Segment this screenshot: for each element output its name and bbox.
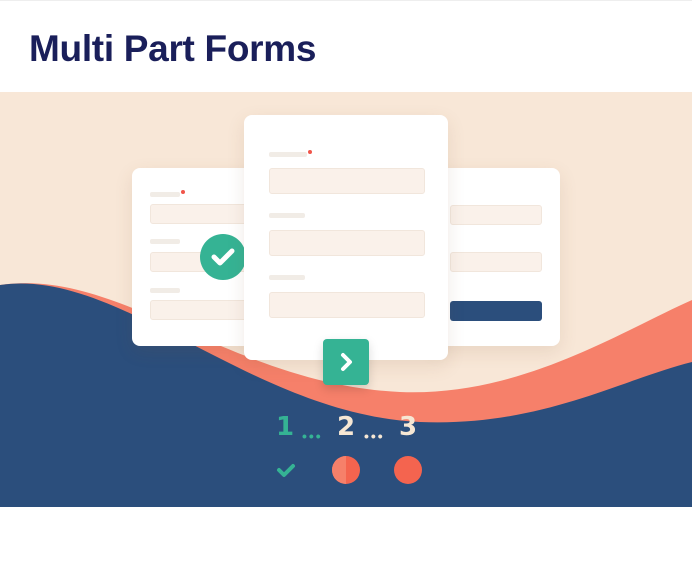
step-2-half-circle-icon	[332, 456, 360, 484]
check-icon	[211, 248, 235, 266]
next-button	[323, 339, 369, 385]
page-title: Multi Part Forms	[29, 28, 317, 69]
form-card-step-3	[430, 168, 560, 346]
step-1-check-icon	[277, 464, 295, 477]
step-connector-dots: •••	[364, 428, 385, 444]
chevron-right-icon	[341, 353, 352, 371]
step-1-number: 1	[276, 412, 295, 442]
multi-part-form-illustration: 1 ••• 2 ••• 3	[0, 92, 692, 507]
top-divider	[0, 0, 692, 1]
step-3-number: 3	[399, 412, 418, 442]
submit-bar	[450, 301, 542, 321]
form-card-step-2	[244, 115, 448, 360]
step-connector-dots: •••	[302, 428, 323, 444]
check-badge	[200, 234, 246, 280]
step-2-number: 2	[337, 412, 356, 442]
step-3-circle-icon	[394, 456, 422, 484]
